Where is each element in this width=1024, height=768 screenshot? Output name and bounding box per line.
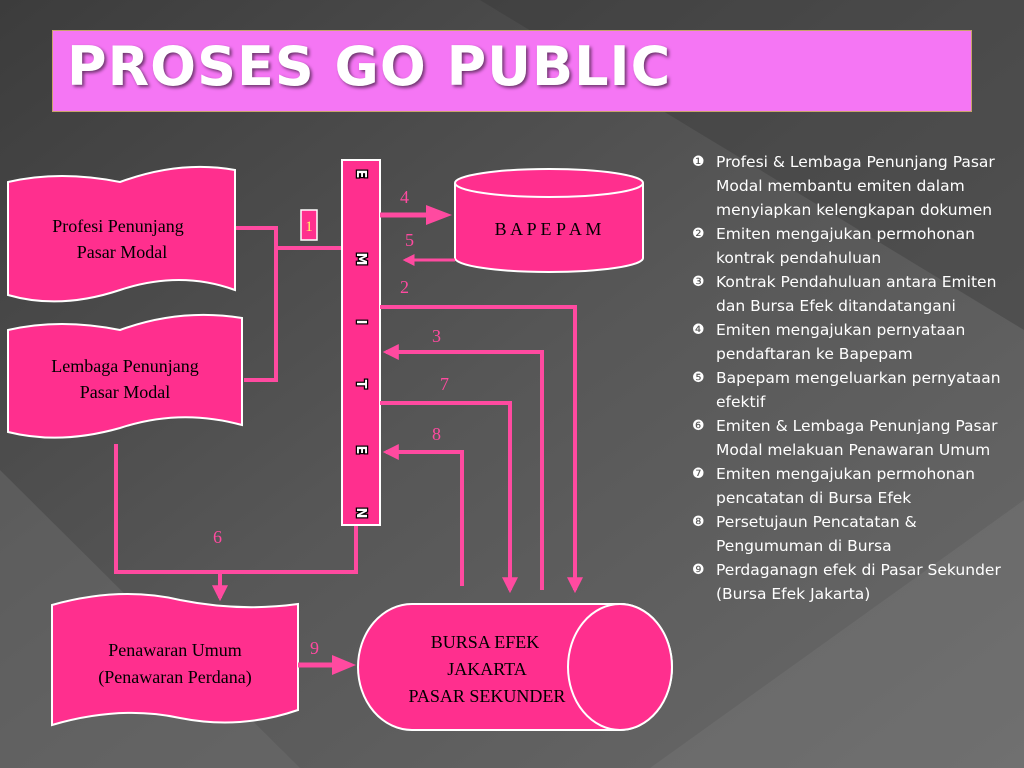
emiten-letter: T [353,380,368,389]
step-number-6: 6 [213,527,222,547]
emiten-letter: I [353,320,368,325]
list-item: ❺ Bapepam mengeluarkan pernyataan efektif [692,366,1012,414]
step-number-2: 2 [400,277,409,297]
profesi-label-line2: Pasar Modal [77,242,167,262]
step-text: Emiten mengajukan permohonan pencatatan … [716,465,975,507]
bullet-2-icon: ❷ [692,226,705,242]
emiten-letter: N [353,508,368,519]
bursa-connectors [380,305,583,594]
bursa-label-line3: PASAR SEKUNDER [409,686,566,706]
list-item: ❸ Kontrak Pendahuluan antara Emiten dan B… [692,270,1012,318]
emiten-bar: E M I T E N [341,159,381,526]
step-text: Profesi & Lembaga Penunjang Pasar Modal … [716,153,995,219]
bullet-3-icon: ❸ [692,274,705,290]
bullet-7-icon: ❼ [692,466,705,482]
profesi-label-line1: Profesi Penunjang [52,216,183,236]
list-item: ❾ Perdaganagn efek di Pasar Sekunder (Bur… [692,558,1012,606]
step-text: Emiten & Lembaga Penunjang Pasar Modal m… [716,417,998,459]
bullet-6-icon: ❻ [692,418,705,434]
step-text: Kontrak Pendahuluan antara Emiten dan Bu… [716,273,997,315]
lembaga-label-line2: Pasar Modal [80,382,170,402]
bursa-label-line1: BURSA EFEK [431,632,540,652]
penawaran-document: Penawaran Umum (Penawaran Perdana) [51,593,299,727]
list-item: ❻ Emiten & Lembaga Penunjang Pasar Modal … [692,414,1012,462]
bullet-8-icon: ❽ [692,514,705,530]
bullet-5-icon: ❺ [692,370,705,386]
lembaga-document: Lembaga Penunjang Pasar Modal [7,313,243,439]
list-item: ❼ Emiten mengajukan permohonan pencatatan… [692,462,1012,510]
bullet-9-icon: ❾ [692,562,705,578]
step-number-1: 1 [305,219,313,235]
bapepam-label: B A P E P A M [495,219,602,239]
step-number-7: 7 [440,374,449,394]
list-item: ❹ Emiten mengajukan pernyataan pendaftara… [692,318,1012,366]
list-item: ❷ Emiten mengajukan permohonan kontrak pe… [692,222,1012,270]
step-text: Bapepam mengeluarkan pernyataan efektif [716,369,1001,411]
bursa-label-line2: JAKARTA [447,659,526,679]
bursa-cylinder: BURSA EFEK JAKARTA PASAR SEKUNDER [357,603,673,731]
step-number-8: 8 [432,424,441,444]
lembaga-label-line1: Lembaga Penunjang [51,356,198,376]
bullet-1-icon: ❶ [692,154,705,170]
emiten-letter: E [353,170,368,179]
list-item: ❽ Persetujaun Pencatatan & Pengumuman di … [692,510,1012,558]
step-list: ❶ Profesi & Lembaga Penunjang Pasar Modal… [692,150,1012,606]
step-text: Emiten mengajukan pernyataan pendaftaran… [716,321,966,363]
step-number-5: 5 [405,230,414,250]
profesi-document: Profesi Penunjang Pasar Modal [7,165,236,303]
penawaran-label-line1: Penawaran Umum [108,640,241,660]
step-text: Persetujaun Pencatatan & Pengumuman di B… [716,513,917,555]
step-1-box [300,209,318,241]
step-text: Emiten mengajukan permohonan kontrak pen… [716,225,975,267]
arrow-9 [298,655,356,675]
step-number-9: 9 [310,638,319,658]
emiten-letter: M [353,253,368,266]
step-text: Perdaganagn efek di Pasar Sekunder (Burs… [716,561,1001,603]
emiten-letter: E [353,446,368,455]
bapepam-cylinder: B A P E P A M [454,168,644,273]
penawaran-label-line2: (Penawaran Perdana) [98,667,251,688]
list-item: ❶ Profesi & Lembaga Penunjang Pasar Modal… [692,150,1012,222]
title-banner: PROSES GO PUBLIC [52,30,972,112]
page-title: PROSES GO PUBLIC [67,35,672,98]
step-number-3: 3 [432,326,441,346]
step-number-4: 4 [400,187,409,207]
bapepam-arrows [380,205,455,266]
connector-lines [114,226,358,602]
bullet-4-icon: ❹ [692,322,705,338]
